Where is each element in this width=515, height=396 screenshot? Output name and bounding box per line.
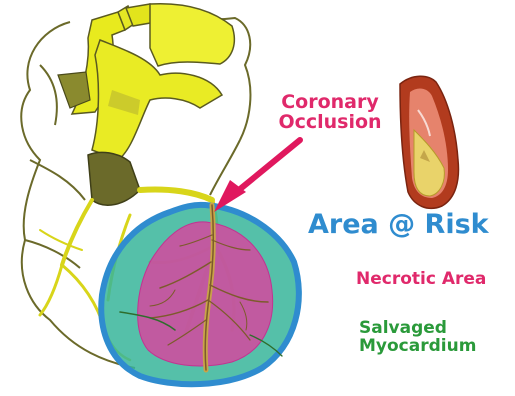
occlusion-label-line2: Occlusion xyxy=(276,113,384,133)
necrotic-area-label: Necrotic Area xyxy=(356,271,486,289)
coronary-occlusion-label: Coronary Occlusion xyxy=(276,93,384,133)
salvaged-label-line2: Myocardium xyxy=(359,338,476,356)
salvaged-myocardium-label: Salvaged Myocardium xyxy=(359,320,476,356)
arrow-icon xyxy=(214,140,300,212)
artery-cross-section-icon xyxy=(400,76,458,208)
area-at-risk-label: Area @ Risk xyxy=(308,211,489,239)
great-vessels xyxy=(58,4,234,206)
occlusion-label-line1: Coronary xyxy=(276,93,384,113)
